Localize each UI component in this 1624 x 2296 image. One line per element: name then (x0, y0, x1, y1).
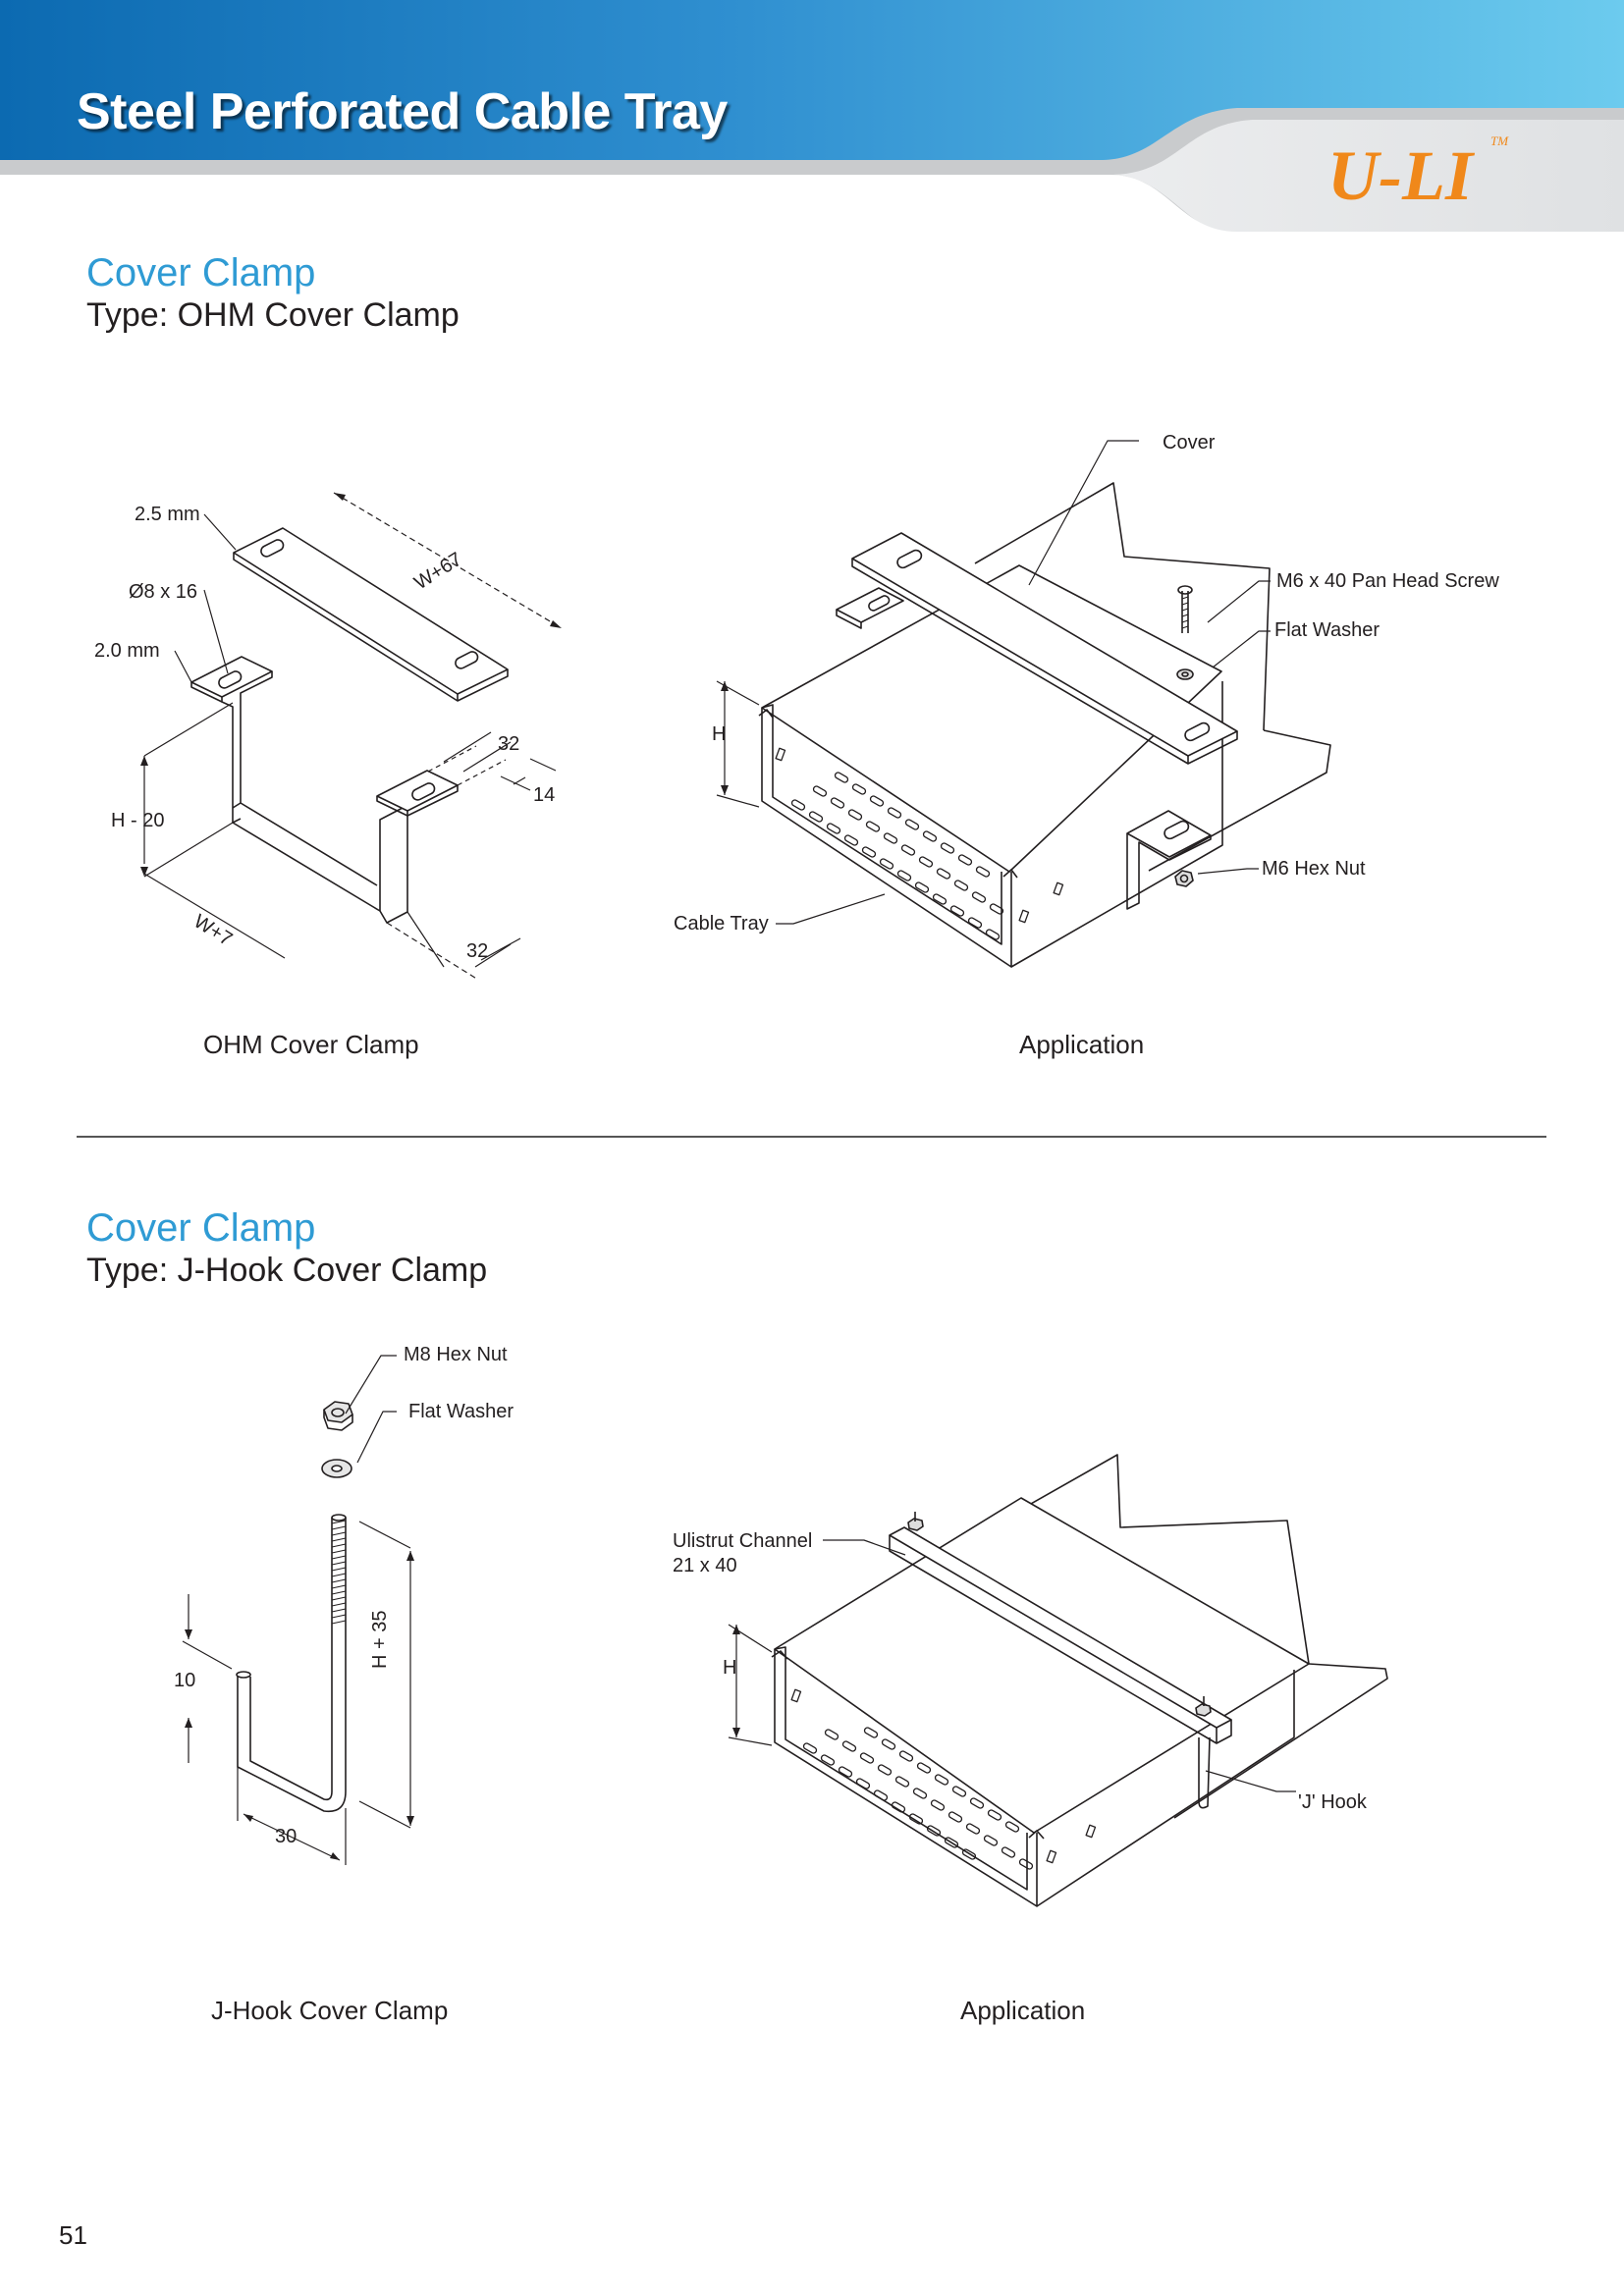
app1-tray-label: Cable Tray (674, 913, 769, 934)
app1-nut-label: M6 Hex Nut (1262, 858, 1366, 880)
ohm-height-label: H - 20 (111, 810, 165, 831)
jhook-width-label: 30 (275, 1826, 298, 1847)
jhook-tip-length-label: 10 (174, 1670, 196, 1691)
app1-cover-label: Cover (1163, 432, 1216, 454)
ohm-thickness-top-label: 2.5 mm (135, 504, 200, 525)
ohm-flange-width-label: 32 (498, 733, 520, 755)
app2-caption: Application (960, 1996, 1086, 2025)
header-band (0, 0, 1624, 236)
jhook-washer-label: Flat Washer (408, 1401, 514, 1422)
app1-caption: Application (1019, 1030, 1145, 1059)
jhook-application-drawing (0, 1276, 1624, 1963)
brand-trademark: TM (1490, 133, 1509, 148)
app2-channel-label: Ulistrut Channel (673, 1530, 813, 1552)
ohm-thickness-clamp-label: 2.0 mm (94, 640, 160, 662)
section1-type: Type: OHM Cover Clamp (86, 296, 460, 334)
ohm-depth-label: 32 (466, 940, 489, 962)
page-title: Steel Perforated Cable Tray (77, 83, 728, 140)
ohm-clamp-caption: OHM Cover Clamp (203, 1030, 419, 1059)
ohm-flange-offset-label: 14 (533, 784, 556, 806)
page-number: 51 (59, 2220, 87, 2250)
section2-type: Type: J-Hook Cover Clamp (86, 1252, 488, 1289)
app2-channel-size-label: 21 x 40 (673, 1555, 737, 1576)
section2-title: Cover Clamp (86, 1206, 316, 1250)
ohm-clamp-drawing (140, 0, 1624, 1080)
ohm-application-drawing (0, 0, 1624, 1080)
jhook-clamp-drawing (0, 1276, 414, 1963)
app1-height-label: H (712, 723, 727, 745)
app2-jhook-label: 'J' Hook (1298, 1791, 1367, 1813)
jhook-clamp-caption: J-Hook Cover Clamp (211, 1996, 449, 2025)
section1-title: Cover Clamp (86, 251, 316, 294)
brand-logo: U-LI (1327, 136, 1473, 215)
section-divider (77, 1136, 1546, 1138)
ohm-hole-size-label: Ø8 x 16 (129, 581, 198, 603)
jhook-nut-label: M8 Hex Nut (404, 1344, 508, 1365)
app1-washer-label: Flat Washer (1274, 619, 1380, 641)
app2-height-label: H (723, 1657, 737, 1679)
app1-screw-label: M6 x 40 Pan Head Screw (1276, 570, 1499, 592)
